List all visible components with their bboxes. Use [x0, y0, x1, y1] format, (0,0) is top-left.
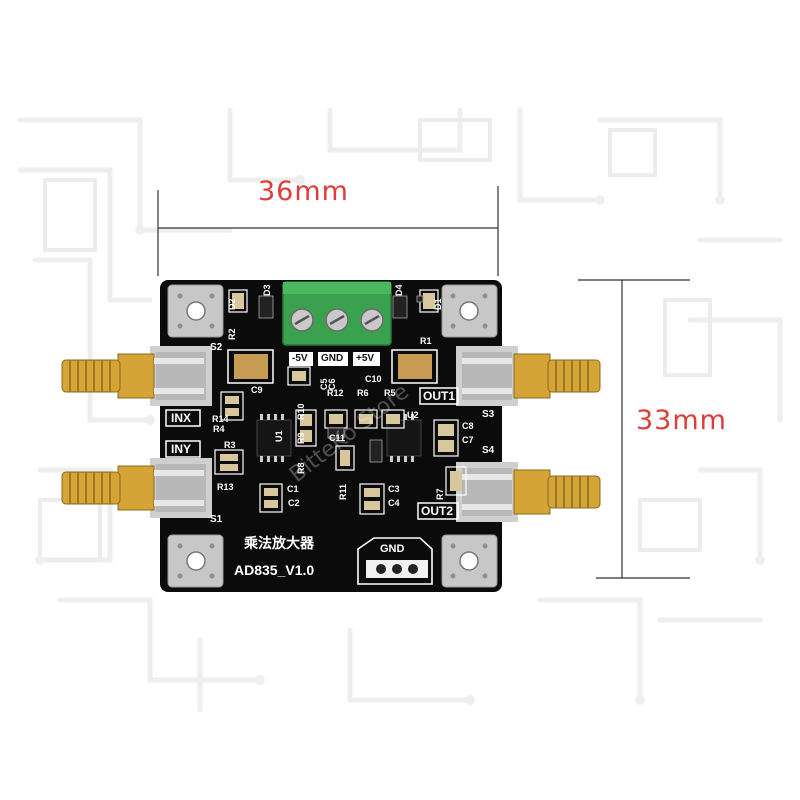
sma-connector-out1 [456, 346, 601, 406]
label-c4: C4 [388, 498, 400, 508]
label-c3: C3 [388, 484, 400, 494]
sma-connector-out2 [456, 462, 601, 522]
sma-label-s1: S1 [210, 514, 223, 525]
label-c11: C11 [329, 433, 346, 443]
gnd-header-label: GND [380, 543, 405, 555]
label-c10: C10 [365, 374, 382, 384]
label-d4: D4 [394, 284, 404, 296]
label-r1: R1 [420, 336, 432, 346]
label-r14: R14 [212, 414, 229, 424]
label-c2: C2 [288, 498, 300, 508]
label-r9: R9 [296, 432, 306, 444]
sma-connector-inx [61, 346, 212, 406]
label-d3: D3 [262, 284, 272, 296]
label-d1: D1 [433, 298, 443, 310]
sma-label-s4: S4 [482, 445, 495, 456]
board-title-cn: 乘法放大器 [244, 535, 314, 551]
port-label-out2: OUT2 [421, 504, 454, 518]
label-r13: R13 [217, 482, 234, 492]
port-label-inx: INX [171, 411, 192, 425]
label-c9: C9 [251, 385, 263, 395]
label-r5: R5 [384, 388, 396, 398]
label-r4: R4 [213, 424, 225, 434]
label-c7: C7 [462, 435, 474, 445]
power-label-gnd: GND [321, 353, 344, 364]
sma-label-s2: S2 [210, 342, 223, 353]
chip-label-u1: U1 [274, 430, 284, 442]
pcb-board [61, 280, 601, 592]
label-c1: C1 [287, 484, 299, 494]
width-dimension-label: 36mm [258, 176, 349, 207]
label-c6: C6 [327, 378, 337, 390]
sma-label-s3: S3 [482, 409, 495, 420]
chip-label-u2: U2 [407, 410, 419, 420]
label-r11: R11 [338, 483, 348, 500]
board-model: AD835_V1.0 [234, 562, 315, 578]
port-label-out1: OUT1 [423, 389, 456, 403]
label-c8: C8 [462, 421, 474, 431]
power-label-plus5v: +5V [356, 353, 375, 364]
label-r3: R3 [224, 440, 236, 450]
label-r2: R2 [227, 328, 237, 340]
port-label-iny: INY [171, 442, 192, 456]
label-r12: R12 [327, 388, 344, 398]
label-r7: R7 [435, 488, 445, 500]
label-d2: D2 [227, 298, 237, 310]
height-dimension-label: 33mm [636, 405, 727, 436]
power-label-minus5v: -5V [292, 353, 308, 364]
sma-connector-iny [61, 458, 212, 518]
label-r6: R6 [357, 388, 369, 398]
label-r10: R10 [296, 403, 306, 420]
